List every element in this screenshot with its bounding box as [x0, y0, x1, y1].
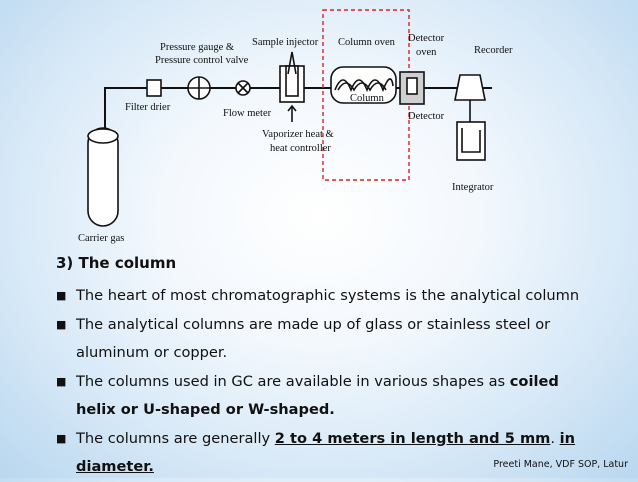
label-sample-injector: Sample injector	[252, 37, 319, 48]
label-vaporizer-1: Vaporizer heat &	[262, 129, 334, 140]
bullet-text: The heart of most chromatographic system…	[76, 287, 580, 304]
filter-drier-icon	[146, 79, 162, 97]
bullet-underlined-diameter: diameter.	[76, 458, 154, 475]
label-integrator: Integrator	[452, 182, 494, 193]
gc-instrument-diagram: Pressure gauge & Pressure control valve …	[78, 9, 513, 244]
label-detector: Detector	[408, 111, 445, 122]
label-column: Column	[350, 93, 385, 104]
bullet-text-line-2: aluminum or copper.	[76, 344, 228, 361]
pressure-gauge-icon	[187, 76, 211, 100]
recorder-icon	[454, 74, 486, 161]
column-coil-icon	[330, 66, 397, 104]
bullet-text-line-1: The analytical columns are made up of gl…	[76, 315, 551, 333]
label-detector-oven-1: Detector	[408, 33, 445, 44]
bullet-marker-icon: ■	[56, 289, 67, 302]
label-detector-oven-2: oven	[416, 47, 437, 58]
flow-meter-icon	[235, 80, 251, 96]
label-vaporizer-2: heat controller	[270, 143, 331, 154]
carrier-gas-cylinder-icon	[87, 127, 119, 227]
bullet-underlined-length: 2 to 4 meters in length and 5 mm	[274, 429, 551, 447]
bullet-list: ■ The heart of most chromatographic syst…	[56, 282, 580, 482]
bullet-separator: .	[550, 429, 556, 447]
bullet-marker-icon: ■	[56, 431, 67, 445]
bullet-item: ■ The columns are generally 2 to 4 meter…	[56, 425, 580, 482]
bullet-item: ■ The columns used in GC are available i…	[56, 368, 580, 425]
label-carrier-gas: Carrier gas	[78, 233, 124, 244]
bullet-bold-text-line-2: helix or U-shaped or W-shaped.	[76, 401, 335, 418]
bullet-text-prefix: The columns are generally	[76, 429, 271, 447]
bullet-item: ■ The analytical columns are made up of …	[56, 311, 580, 368]
bullet-bold-text: coiled	[509, 372, 559, 390]
label-flow-meter: Flow meter	[223, 108, 272, 119]
bullet-marker-icon: ■	[56, 317, 67, 331]
label-pressure-gauge: Pressure gauge &	[160, 42, 234, 53]
section-heading: 3) The column	[56, 254, 177, 272]
detector-icon	[399, 71, 425, 105]
bullet-text-prefix: The columns used in GC are available in …	[76, 372, 506, 390]
label-filter-drier: Filter drier	[125, 102, 171, 113]
label-pressure-valve: Pressure control valve	[155, 55, 249, 66]
bullet-marker-icon: ■	[56, 374, 67, 388]
sample-injector-icon	[279, 51, 305, 122]
label-recorder: Recorder	[474, 45, 513, 56]
footer-credit: Preeti Mane, VDF SOP, Latur	[493, 459, 628, 470]
bullet-underlined-in: in	[559, 429, 576, 447]
bullet-item: ■ The heart of most chromatographic syst…	[56, 282, 580, 311]
label-column-oven: Column oven	[338, 37, 396, 48]
